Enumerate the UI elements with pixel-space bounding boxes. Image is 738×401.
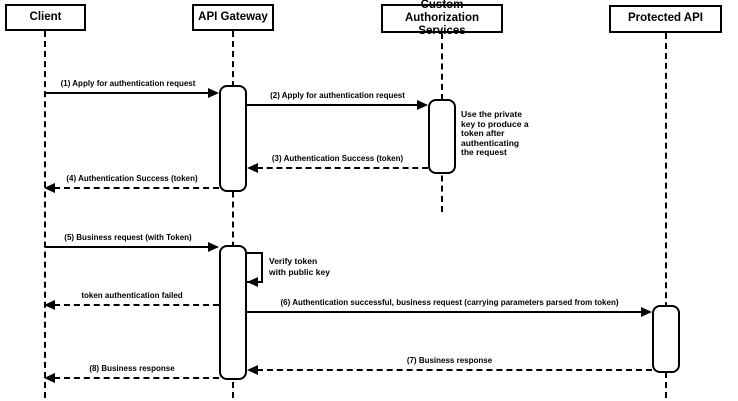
lifeline-protected-api xyxy=(665,33,667,398)
message-label: (2) Apply for authentication request xyxy=(270,91,405,100)
participant-protected-api: Protected API xyxy=(609,5,722,33)
message-label: (7) Business response xyxy=(406,356,493,365)
arrowhead-left-icon xyxy=(44,300,55,310)
message-label: (6) Authentication successful, business … xyxy=(280,298,619,307)
message-line xyxy=(257,167,428,169)
arrowhead-left-icon xyxy=(247,277,258,287)
lifeline-api-gateway xyxy=(232,31,234,398)
self-message-label: Verify token with public key xyxy=(269,256,330,277)
message-label: (5) Business request (with Token) xyxy=(64,233,192,242)
participant-label: Client xyxy=(29,10,62,23)
message-line xyxy=(54,187,219,189)
message-line xyxy=(247,104,419,106)
message-line xyxy=(45,246,209,248)
arrowhead-left-icon xyxy=(44,373,55,383)
participant-client: Client xyxy=(5,4,86,31)
arrowhead-right-icon xyxy=(417,100,428,110)
activation-api-gateway-2 xyxy=(219,245,247,380)
activation-custom-authorization-services xyxy=(428,99,456,174)
activation-protected-api xyxy=(652,305,680,373)
arrowhead-left-icon xyxy=(247,365,258,375)
arrowhead-left-icon xyxy=(247,163,258,173)
message-line xyxy=(54,304,219,306)
arrowhead-left-icon xyxy=(44,183,55,193)
arrowhead-right-icon xyxy=(641,307,652,317)
note-private-key: Use the private key to produce a token a… xyxy=(461,109,529,158)
participant-custom-authorization-services: Custom Authorization Services xyxy=(381,0,503,37)
message-line xyxy=(45,92,209,94)
message-label: (3) Authentication Success (token) xyxy=(271,154,404,163)
message-label: (1) Apply for authentication request xyxy=(60,79,196,88)
message-line xyxy=(257,369,652,371)
participant-label: Protected API xyxy=(628,12,703,25)
message-label: (4) Authentication Success (token) xyxy=(66,174,198,183)
arrowhead-right-icon xyxy=(208,242,219,252)
message-label: token authentication failed xyxy=(81,291,183,300)
participant-label: Custom Authorization Services xyxy=(404,0,480,38)
arrowhead-right-icon xyxy=(208,88,219,98)
participant-label: API Gateway xyxy=(198,10,268,23)
message-line xyxy=(54,377,219,379)
message-line xyxy=(247,311,643,313)
activation-api-gateway-1 xyxy=(219,85,247,192)
message-label: (8) Business response xyxy=(89,364,175,373)
participant-api-gateway: API Gateway xyxy=(192,4,274,31)
lifeline-client xyxy=(44,31,46,398)
